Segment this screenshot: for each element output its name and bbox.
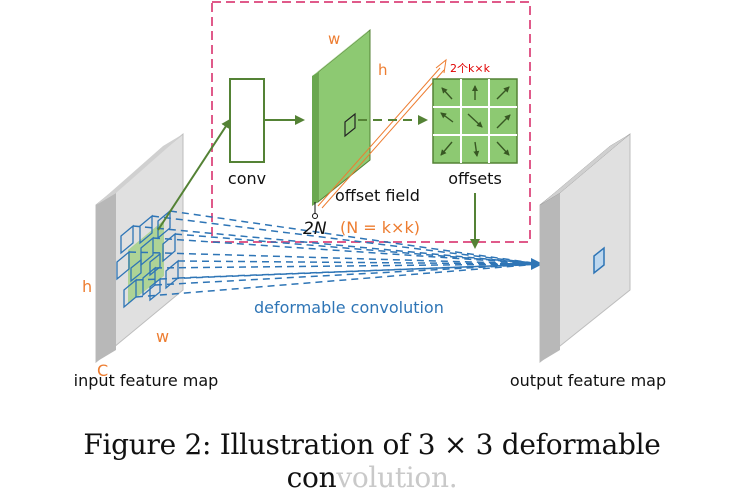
count-arrow-a: [317, 67, 441, 207]
count-label: 2个k×k: [450, 62, 491, 75]
input-to-conv-arrow: [157, 118, 232, 231]
output-feature-map: [539, 132, 631, 364]
output-feature-map-label: output feature map: [510, 371, 666, 390]
deformable-conv-label: deformable convolution: [254, 298, 444, 317]
offset-field-w-label: w: [328, 30, 340, 48]
two-n-label: 2N: [303, 219, 327, 239]
offset-field-window: [344, 112, 356, 138]
output-pixel: [593, 246, 605, 275]
diagram-stage: conv w h 2N 2个k×k: [74, 1, 666, 390]
conv-label: conv: [228, 169, 266, 188]
offset-field-label: offset field: [335, 186, 420, 205]
two-n-dot: [312, 213, 318, 219]
count-arrow-b: [321, 69, 445, 209]
input-c-label: C: [97, 361, 108, 380]
input-feature-map-label: input feature map: [74, 371, 219, 390]
input-h-label: h: [82, 277, 92, 296]
offset-region-box: [211, 1, 531, 243]
offsets-label: offsets: [448, 169, 502, 188]
offsets-grid: [432, 78, 518, 164]
n-equation-label: (N = k×k): [340, 218, 420, 237]
deformable-conv-diagram: conv w h 2N 2个k×k: [74, 1, 666, 390]
conv-box: [229, 78, 265, 163]
input-w-label: w: [156, 327, 169, 346]
caption-tail: volution.: [336, 461, 458, 494]
offset-field: [312, 28, 371, 206]
caption-prefix: Figure 2: Illustration of 3: [83, 428, 436, 461]
caption-times: ×: [443, 428, 468, 461]
count-arrow-head: [435, 58, 447, 74]
deformable-sampling-lines: [128, 210, 541, 298]
offset-field-h-label: h: [378, 61, 388, 79]
figure-caption: Figure 2: Illustration of 3 × 3 deformab…: [0, 428, 744, 494]
